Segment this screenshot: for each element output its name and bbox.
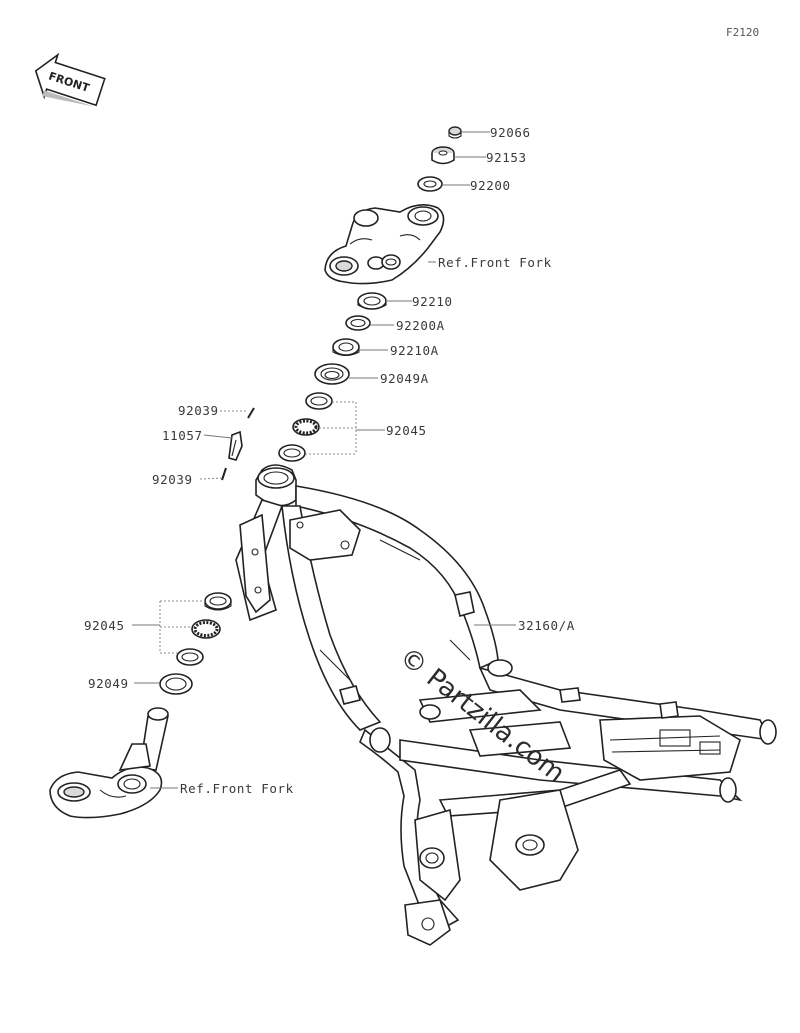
part-92210-nut xyxy=(357,292,387,310)
callout-92153: 92153 xyxy=(486,150,527,165)
part-92045-lower-bearing xyxy=(176,592,232,666)
callout-92049: 92049 xyxy=(88,676,129,691)
diagram-code: F2120 xyxy=(726,26,759,39)
part-92045-upper-bearing xyxy=(278,392,333,462)
part-11057-bracket xyxy=(228,430,243,461)
part-92200A-washer xyxy=(345,315,371,331)
frame-32160 xyxy=(235,464,777,946)
callout-11057: 11057 xyxy=(162,428,203,443)
callout-92039-lower: 92039 xyxy=(152,472,193,487)
callout-92045-lower: 92045 xyxy=(84,618,125,633)
callout-92210: 92210 xyxy=(412,294,453,309)
callout-92045-upper: 92045 xyxy=(386,423,427,438)
callout-92049A: 92049A xyxy=(380,371,429,386)
callout-ref-front-fork-lower: Ref.Front Fork xyxy=(180,781,294,796)
callout-92200: 92200 xyxy=(470,178,511,193)
front-direction-arrow-icon: FRONT xyxy=(34,52,106,107)
part-92049A-seal xyxy=(314,363,350,385)
part-92210A-nut xyxy=(332,338,360,357)
part-92066-cap xyxy=(448,126,462,139)
part-92153-nut xyxy=(431,146,455,165)
callout-32160-A: 32160/A xyxy=(518,618,575,633)
leader-lines xyxy=(132,131,516,789)
lower-triple-clamp xyxy=(49,707,169,819)
callout-92066: 92066 xyxy=(490,125,531,140)
part-92039-upper-bolt xyxy=(247,407,255,419)
upper-triple-clamp xyxy=(324,204,445,285)
callout-92210A: 92210A xyxy=(390,343,439,358)
callout-92200A: 92200A xyxy=(396,318,445,333)
part-92049-seal xyxy=(159,673,193,695)
part-92200-washer xyxy=(417,176,443,192)
part-92039-lower-bolt xyxy=(221,467,227,481)
callout-92039-upper: 92039 xyxy=(178,403,219,418)
callout-ref-front-fork-upper: Ref.Front Fork xyxy=(438,255,552,270)
